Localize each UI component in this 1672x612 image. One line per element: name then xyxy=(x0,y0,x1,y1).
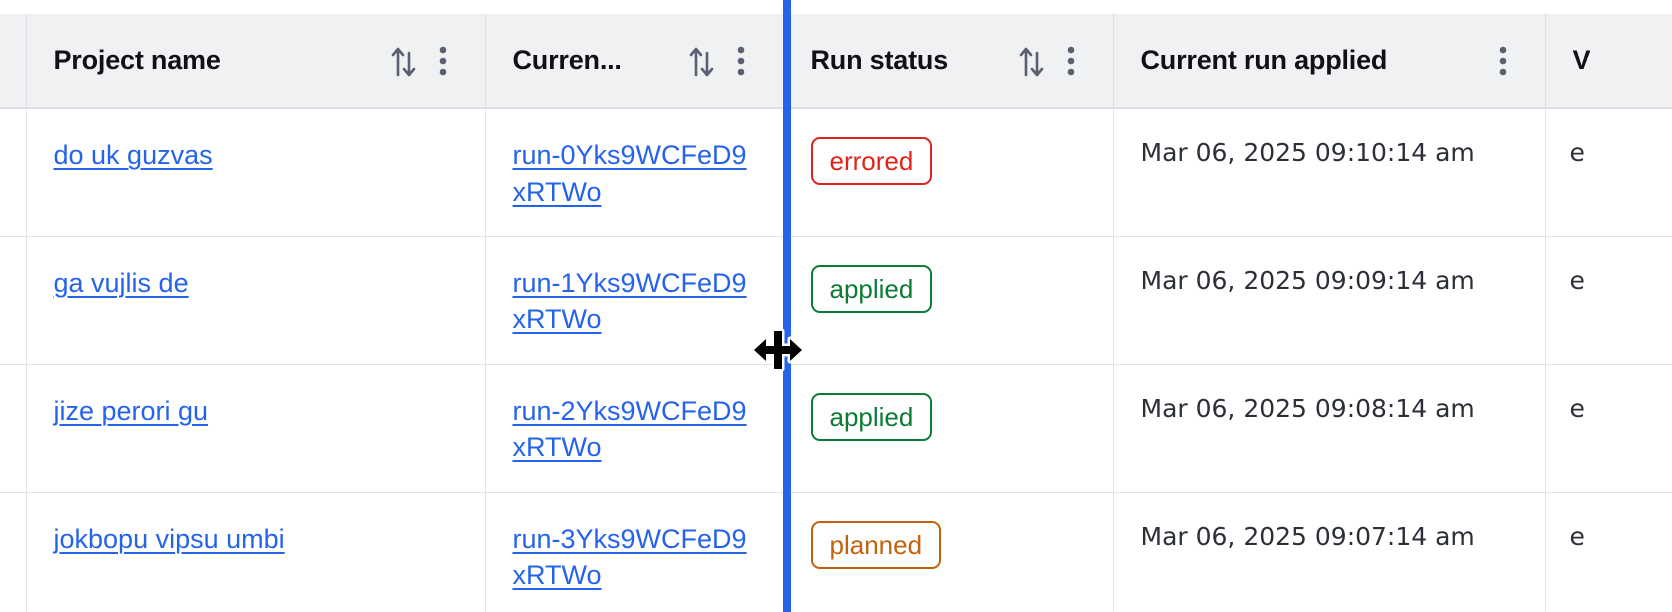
cell-current-run-applied: Mar 06, 2025 09:10:14 am xyxy=(1113,108,1546,237)
table-row[interactable]: do uk guzvas run-0Yks9WCFeD9xRTWo errore… xyxy=(0,108,1672,237)
cell-run-status: applied xyxy=(783,364,1114,493)
current-run-applied-value: Mar 06, 2025 09:08:14 am xyxy=(1140,393,1475,423)
table-row[interactable]: jize perori gu run-2Yks9WCFeD9xRTWo appl… xyxy=(0,364,1672,493)
cell-current-run-applied: Mar 06, 2025 09:07:14 am xyxy=(1113,492,1546,612)
cell-next-column: e xyxy=(1545,108,1672,237)
next-column-value: e xyxy=(1569,138,1585,167)
cell-project-name: jokbopu vipsu umbi xyxy=(26,492,486,612)
header-cell-current-run[interactable]: Curren... xyxy=(485,14,784,109)
sort-icon[interactable] xyxy=(681,39,721,83)
cell-current-run: run-0Yks9WCFeD9xRTWo xyxy=(485,108,784,237)
next-column-value: e xyxy=(1569,521,1585,551)
header-cell-project-name[interactable]: Project name xyxy=(26,14,486,109)
status-badge: applied xyxy=(810,392,933,441)
current-run-link[interactable]: run-0Yks9WCFeD9xRTWo xyxy=(512,140,747,207)
project-name-link[interactable]: jize perori gu xyxy=(53,395,209,426)
status-badge: errored xyxy=(810,137,933,185)
header-cell-select xyxy=(0,14,27,109)
table-body: do uk guzvas run-0Yks9WCFeD9xRTWo errore… xyxy=(0,108,1672,612)
header-label-run-status: Run status xyxy=(810,45,949,75)
header-label-current-run: Curren... xyxy=(512,45,622,75)
kebab-menu-icon[interactable] xyxy=(1051,39,1091,83)
row-select-cell[interactable] xyxy=(0,236,27,365)
table-header: Project name xyxy=(0,14,1672,109)
sort-icon[interactable] xyxy=(383,39,423,83)
project-name-link[interactable]: do uk guzvas xyxy=(53,140,213,170)
table-row[interactable]: jokbopu vipsu umbi run-3Yks9WCFeD9xRTWo … xyxy=(0,492,1672,612)
current-run-applied-value: Mar 06, 2025 09:07:14 am xyxy=(1140,521,1475,551)
project-name-link[interactable]: ga vujlis de xyxy=(53,267,189,298)
header-label-next-column: V xyxy=(1572,45,1591,75)
cell-next-column: e xyxy=(1545,236,1672,365)
projects-table: Project name xyxy=(0,14,1672,612)
cell-project-name: ga vujlis de xyxy=(26,236,486,365)
cell-current-run: run-1Yks9WCFeD9xRTWo xyxy=(485,236,784,365)
sort-icon[interactable] xyxy=(1011,39,1051,83)
row-select-cell[interactable] xyxy=(0,108,27,237)
cell-run-status: applied xyxy=(783,236,1114,365)
current-run-applied-value: Mar 06, 2025 09:10:14 am xyxy=(1140,138,1475,167)
current-run-link[interactable]: run-2Yks9WCFeD9xRTWo xyxy=(512,395,747,463)
cell-current-run-applied: Mar 06, 2025 09:08:14 am xyxy=(1113,364,1546,493)
cell-project-name: do uk guzvas xyxy=(26,108,486,237)
cell-run-status: planned xyxy=(783,492,1114,612)
current-run-link[interactable]: run-3Yks9WCFeD9xRTWo xyxy=(512,523,747,591)
row-select-cell[interactable] xyxy=(0,492,27,612)
next-column-value: e xyxy=(1569,393,1585,423)
kebab-menu-icon[interactable] xyxy=(1483,39,1523,83)
cell-current-run: run-3Yks9WCFeD9xRTWo xyxy=(485,492,784,612)
header-cell-next-column[interactable]: V xyxy=(1545,14,1672,109)
project-name-link[interactable]: jokbopu vipsu umbi xyxy=(53,523,285,554)
header-label-current-run-applied: Current run applied xyxy=(1140,45,1388,75)
header-row: Project name xyxy=(0,14,1672,109)
next-column-value: e xyxy=(1569,265,1585,295)
current-run-applied-value: Mar 06, 2025 09:09:14 am xyxy=(1140,265,1475,295)
cell-run-status: errored xyxy=(783,108,1114,237)
header-label-project-name: Project name xyxy=(53,45,221,75)
header-cell-run-status[interactable]: Run status xyxy=(783,14,1114,109)
cell-current-run-applied: Mar 06, 2025 09:09:14 am xyxy=(1113,236,1546,365)
status-badge: applied xyxy=(810,264,933,313)
cell-project-name: jize perori gu xyxy=(26,364,486,493)
kebab-menu-icon[interactable] xyxy=(423,39,463,83)
cell-current-run: run-2Yks9WCFeD9xRTWo xyxy=(485,364,784,493)
header-cell-current-run-applied[interactable]: Current run applied xyxy=(1113,14,1546,109)
kebab-menu-icon[interactable] xyxy=(721,39,761,83)
cell-next-column: e xyxy=(1545,492,1672,612)
current-run-link[interactable]: run-1Yks9WCFeD9xRTWo xyxy=(512,267,747,335)
status-badge: planned xyxy=(810,520,942,569)
table-row[interactable]: ga vujlis de run-1Yks9WCFeD9xRTWo applie… xyxy=(0,236,1672,365)
row-select-cell[interactable] xyxy=(0,364,27,493)
cell-next-column: e xyxy=(1545,364,1672,493)
